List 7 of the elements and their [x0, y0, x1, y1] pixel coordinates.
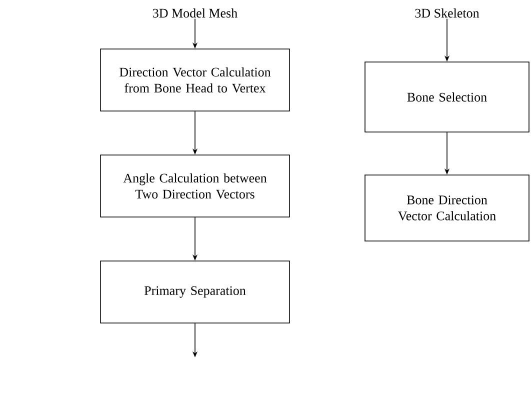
process-box: Primary Separation — [100, 260, 290, 324]
input-label: 3D Skeleton — [415, 8, 480, 18]
process-box: Bone Direction Vector Calculation — [364, 174, 530, 242]
input-label: 3D Model Mesh — [153, 8, 238, 18]
process-box: Angle Calculation between Two Direction Vectors — [100, 154, 290, 218]
process-box: Direction Vector Calculation from Bone Head to Vertex — [100, 48, 290, 112]
process-box: Bone Selection — [364, 62, 530, 132]
